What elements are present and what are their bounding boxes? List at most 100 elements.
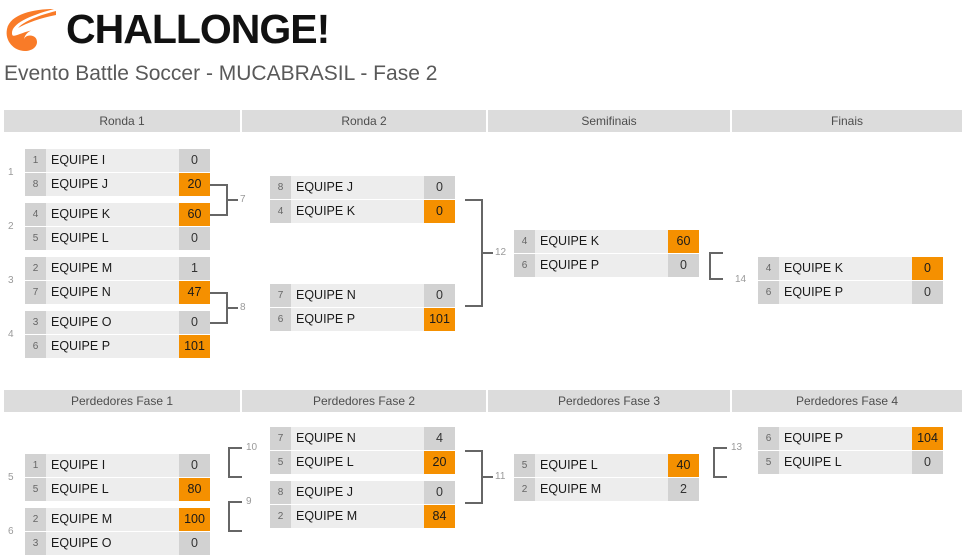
match-row[interactable]: 5 EQUIPE L 40 — [514, 454, 699, 477]
seed-label: 2 — [270, 505, 291, 528]
team-name: EQUIPE P — [51, 339, 111, 353]
match-box-7[interactable]: 8 EQUIPE J 0 4 EQUIPE K 0 — [270, 176, 455, 223]
match-number-14: 14 — [735, 274, 747, 285]
match-box-5[interactable]: 1 EQUIPE I 0 5 EQUIPE L 80 — [25, 454, 210, 501]
match-row[interactable]: 2 EQUIPE M 2 — [514, 477, 699, 501]
match-row[interactable]: 5 EQUIPE L 80 — [25, 477, 210, 501]
match-row[interactable]: 2 EQUIPE M 1 — [25, 257, 210, 280]
score-value: 100 — [179, 508, 210, 531]
match-box-12[interactable]: 4 EQUIPE K 60 6 EQUIPE P 0 — [514, 230, 699, 277]
match-row[interactable]: 6 EQUIPE P 0 — [514, 253, 699, 277]
match-row[interactable]: 3 EQUIPE O 0 — [25, 311, 210, 334]
match-box-14[interactable]: 4 EQUIPE K 0 6 EQUIPE P 0 — [758, 257, 943, 304]
match-box-11[interactable]: 5 EQUIPE L 40 2 EQUIPE M 2 — [514, 454, 699, 501]
score-value: 101 — [179, 335, 210, 358]
match-row[interactable]: 5 EQUIPE L 0 — [758, 450, 943, 474]
team-name: EQUIPE L — [51, 231, 109, 245]
match-row[interactable]: 6 EQUIPE P 101 — [25, 334, 210, 358]
match-row[interactable]: 4 EQUIPE K 0 — [270, 199, 455, 223]
team-name: EQUIPE L — [296, 455, 354, 469]
round-header-ronda-2: Ronda 2 — [242, 110, 488, 132]
connector-to-match-13 — [713, 447, 727, 478]
connector-to-match-9 — [228, 501, 242, 532]
match-row[interactable]: 4 EQUIPE K 60 — [514, 230, 699, 253]
seed-label: 7 — [270, 284, 291, 307]
score-value: 0 — [424, 284, 455, 307]
score-value: 0 — [912, 281, 943, 304]
match-box-6[interactable]: 2 EQUIPE M 100 3 EQUIPE O 0 — [25, 508, 210, 555]
match-box-13[interactable]: 6 EQUIPE P 104 5 EQUIPE L 0 — [758, 427, 943, 474]
connector-to-match-8 — [210, 292, 228, 324]
score-value: 0 — [912, 451, 943, 474]
connector-stub-match-8 — [228, 307, 238, 309]
match-box-10[interactable]: 7 EQUIPE N 4 5 EQUIPE L 20 — [270, 427, 455, 474]
score-value: 0 — [668, 254, 699, 277]
seed-label: 7 — [25, 281, 46, 304]
match-row[interactable]: 6 EQUIPE P 101 — [270, 307, 455, 331]
seed-label: 4 — [758, 257, 779, 280]
score-value: 40 — [668, 454, 699, 477]
match-row[interactable]: 7 EQUIPE N 47 — [25, 280, 210, 304]
team-name: EQUIPE N — [296, 431, 356, 445]
team-name: EQUIPE P — [784, 431, 844, 445]
team-name: EQUIPE N — [51, 285, 111, 299]
team-name: EQUIPE I — [51, 153, 106, 167]
seed-label: 8 — [25, 173, 46, 196]
seed-label: 2 — [514, 478, 535, 501]
round-header-perdedores-fase-3: Perdedores Fase 3 — [488, 390, 732, 412]
seed-label: 5 — [270, 451, 291, 474]
match-row[interactable]: 3 EQUIPE O 0 — [25, 531, 210, 555]
team-name: EQUIPE K — [784, 261, 844, 275]
match-row[interactable]: 7 EQUIPE N 4 — [270, 427, 455, 450]
match-row[interactable]: 2 EQUIPE M 100 — [25, 508, 210, 531]
connector-stub-match-9 — [228, 501, 242, 503]
match-row[interactable]: 8 EQUIPE J 0 — [270, 481, 455, 504]
match-box-1[interactable]: 1 EQUIPE I 0 8 EQUIPE J 20 — [25, 149, 210, 196]
round-header-ronda-1: Ronda 1 — [4, 110, 242, 132]
team-name: EQUIPE M — [51, 512, 113, 526]
match-row[interactable]: 8 EQUIPE J 0 — [270, 176, 455, 199]
match-row[interactable]: 5 EQUIPE L 0 — [25, 226, 210, 250]
connector-stub-match-14 — [709, 278, 723, 280]
match-number-1: 1 — [8, 167, 14, 178]
match-number-7: 7 — [240, 194, 246, 205]
score-value: 0 — [179, 227, 210, 250]
match-row[interactable]: 4 EQUIPE K 60 — [25, 203, 210, 226]
match-box-2[interactable]: 4 EQUIPE K 60 5 EQUIPE L 0 — [25, 203, 210, 250]
score-value: 1 — [179, 257, 210, 280]
match-number-8: 8 — [240, 302, 246, 313]
match-row[interactable]: 1 EQUIPE I 0 — [25, 149, 210, 172]
match-number-4: 4 — [8, 329, 14, 340]
seed-label: 7 — [270, 427, 291, 450]
match-row[interactable]: 5 EQUIPE L 20 — [270, 450, 455, 474]
team-name: EQUIPE J — [296, 485, 353, 499]
match-row[interactable]: 6 EQUIPE P 104 — [758, 427, 943, 450]
match-row[interactable]: 1 EQUIPE I 0 — [25, 454, 210, 477]
match-row[interactable]: 8 EQUIPE J 20 — [25, 172, 210, 196]
brand-wordmark: CHALLONGE! — [66, 6, 330, 52]
seed-label: 5 — [514, 454, 535, 477]
match-box-4[interactable]: 3 EQUIPE O 0 6 EQUIPE P 101 — [25, 311, 210, 358]
match-box-9[interactable]: 8 EQUIPE J 0 2 EQUIPE M 84 — [270, 481, 455, 528]
match-number-6: 6 — [8, 526, 14, 537]
score-value: 101 — [424, 308, 455, 331]
match-box-3[interactable]: 2 EQUIPE M 1 7 EQUIPE N 47 — [25, 257, 210, 304]
match-row[interactable]: 7 EQUIPE N 0 — [270, 284, 455, 307]
match-row[interactable]: 4 EQUIPE K 0 — [758, 257, 943, 280]
team-name: EQUIPE P — [296, 312, 356, 326]
score-value: 20 — [424, 451, 455, 474]
page-title: Evento Battle Soccer - MUCABRASIL - Fase… — [4, 62, 438, 85]
seed-label: 6 — [514, 254, 535, 277]
score-value: 0 — [179, 454, 210, 477]
seed-label: 5 — [25, 478, 46, 501]
round-header-perdedores-fase-2: Perdedores Fase 2 — [242, 390, 488, 412]
score-value: 84 — [424, 505, 455, 528]
match-box-8[interactable]: 7 EQUIPE N 0 6 EQUIPE P 101 — [270, 284, 455, 331]
match-row[interactable]: 6 EQUIPE P 0 — [758, 280, 943, 304]
team-name: EQUIPE P — [540, 258, 600, 272]
team-name: EQUIPE M — [296, 509, 358, 523]
match-row[interactable]: 2 EQUIPE M 84 — [270, 504, 455, 528]
team-name: EQUIPE K — [51, 207, 111, 221]
team-name: EQUIPE L — [784, 455, 842, 469]
